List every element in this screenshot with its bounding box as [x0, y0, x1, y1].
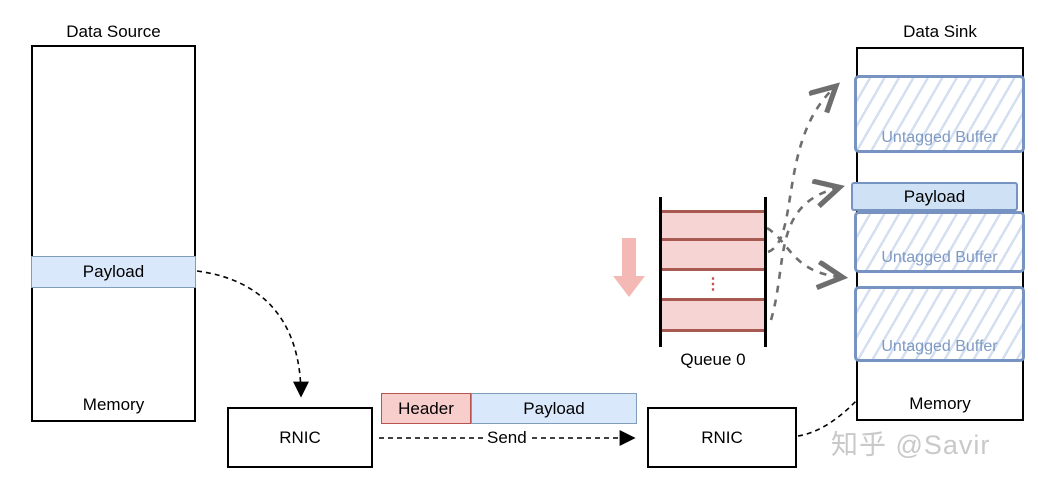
sink-memory-label: Memory: [909, 394, 971, 413]
data-source-box: [31, 45, 196, 422]
data-source-title: Data Source: [66, 22, 161, 41]
arrow-queue-to-buffer1: [767, 88, 834, 254]
queue-right-rail: [764, 197, 767, 347]
packet-header-block: Header: [381, 393, 471, 424]
rnic-left-box: RNIC: [227, 407, 373, 468]
untagged-buffer-3: Untagged Buffer: [854, 286, 1025, 362]
watermark: 知乎 @Savir: [831, 430, 991, 460]
vertical-ellipsis-icon: ⋮: [705, 276, 721, 293]
queue-down-arrow-icon: [613, 238, 645, 297]
arrow-queue-to-payload-slot: [769, 188, 837, 321]
packet-payload-block: Payload: [471, 393, 637, 424]
queue-left-rail: [659, 197, 662, 347]
sink-payload-block: Payload: [851, 182, 1018, 211]
untagged-buffer-1: Untagged Buffer: [854, 75, 1025, 153]
send-label: Send: [484, 428, 530, 448]
queue-entry: [662, 210, 764, 241]
queue-entry: [662, 298, 764, 332]
source-memory-label: Memory: [82, 395, 145, 414]
source-payload-block: Payload: [31, 256, 196, 288]
arrow-queue-to-buffer3: [766, 226, 840, 277]
queue-entry: [662, 238, 764, 271]
queue-label: Queue 0: [680, 350, 746, 369]
arrow-payload-to-rnic-left: [196, 270, 309, 398]
untagged-buffer-2: Untagged Buffer: [854, 211, 1025, 273]
data-sink-title: Data Sink: [903, 22, 977, 41]
rnic-right-box: RNIC: [647, 407, 797, 468]
